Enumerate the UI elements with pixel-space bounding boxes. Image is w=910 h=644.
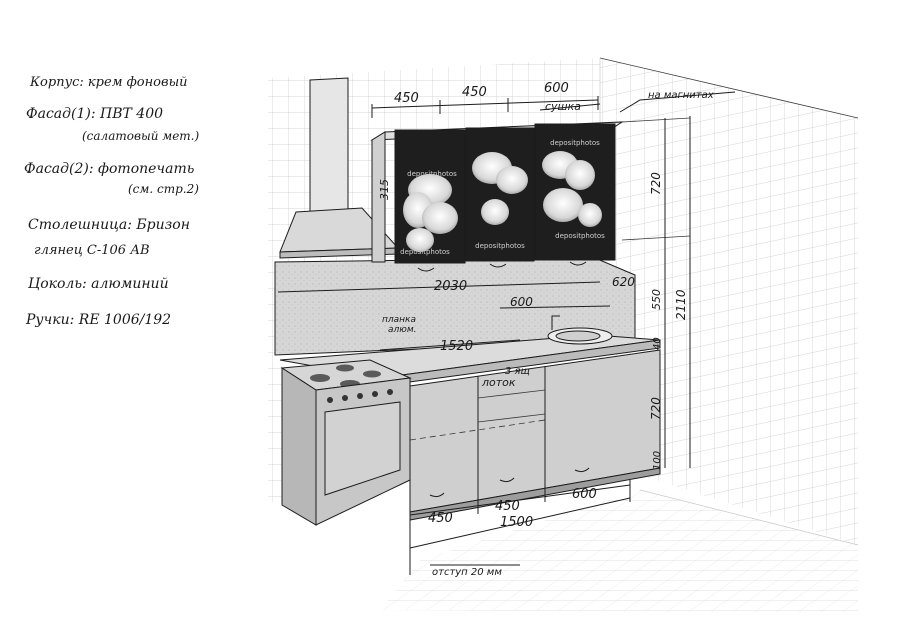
dimension-lines bbox=[277, 91, 736, 575]
watermark-5: depositphotos bbox=[555, 232, 605, 240]
lower-height: 720 bbox=[649, 397, 663, 420]
top-thickness: 40 bbox=[652, 337, 663, 350]
dimension-labels: 450 450 600 сушка на магнитах 315 720 20… bbox=[378, 81, 714, 578]
note-worktop-finish: глянец С-106 АВ bbox=[34, 243, 150, 258]
lower-width-1: 450 bbox=[428, 511, 453, 526]
side-depth: 620 bbox=[612, 275, 635, 289]
note-body: Корпус: крем фоновый bbox=[29, 75, 188, 90]
stove bbox=[280, 359, 412, 526]
plank-label-2: алюм. bbox=[388, 325, 417, 335]
dryer-label: сушка bbox=[545, 100, 581, 113]
orchid-photo bbox=[403, 151, 602, 252]
plank-label: планка bbox=[382, 315, 416, 325]
tray-label: лоток bbox=[481, 376, 516, 389]
range-hood bbox=[279, 77, 400, 259]
upper-width-1: 450 bbox=[394, 91, 419, 106]
drawers-label: 3 ящ bbox=[505, 366, 530, 377]
watermark-4: depositphotos bbox=[550, 139, 600, 147]
handwritten-notes: Корпус: крем фоновый Фасад(1): ПВТ 400 (… bbox=[24, 75, 200, 328]
note-facade1-color: (салатовый мет.) bbox=[82, 129, 200, 143]
sink bbox=[547, 315, 613, 345]
lower-width-2: 450 bbox=[495, 499, 520, 514]
note-facade2: Фасад(2): фотопечать bbox=[24, 161, 194, 177]
lower-width-3: 600 bbox=[572, 487, 597, 502]
note-worktop: Столешница: Бризон bbox=[28, 217, 190, 233]
note-facade1: Фасад(1): ПВТ 400 bbox=[26, 106, 163, 122]
total-length: 2030 bbox=[434, 279, 467, 294]
backsplash-height: 550 bbox=[650, 289, 663, 310]
magnets-label: на магнитах bbox=[648, 90, 714, 101]
upper-width-2: 450 bbox=[462, 85, 487, 100]
worktop-length: 1520 bbox=[440, 339, 473, 354]
stove-knobs bbox=[327, 389, 393, 403]
upper-depth: 315 bbox=[378, 179, 391, 200]
sink-offset: 600 bbox=[510, 295, 533, 309]
watermark-3: depositphotos bbox=[475, 242, 525, 250]
plinth-height: 100 bbox=[652, 451, 663, 470]
lower-total: 1500 bbox=[500, 515, 533, 530]
lower-cabinets bbox=[409, 349, 661, 521]
note-facade2-ref: (см. стр.2) bbox=[128, 182, 199, 196]
watermark-2: depositphotos bbox=[400, 248, 450, 256]
total-height: 2110 bbox=[674, 289, 688, 320]
note-handles: Ручки: RE 1006/192 bbox=[25, 312, 171, 328]
upper-cabinets: depositphotos depositphotos depositphoto… bbox=[370, 121, 624, 272]
indent-label: отступ 20 мм bbox=[432, 567, 502, 578]
note-plinth: Цоколь: алюминий bbox=[28, 276, 169, 292]
upper-width-3: 600 bbox=[544, 81, 569, 96]
floor bbox=[380, 489, 859, 612]
upper-height: 720 bbox=[649, 172, 663, 195]
watermark-1: depositphotos bbox=[407, 170, 457, 178]
